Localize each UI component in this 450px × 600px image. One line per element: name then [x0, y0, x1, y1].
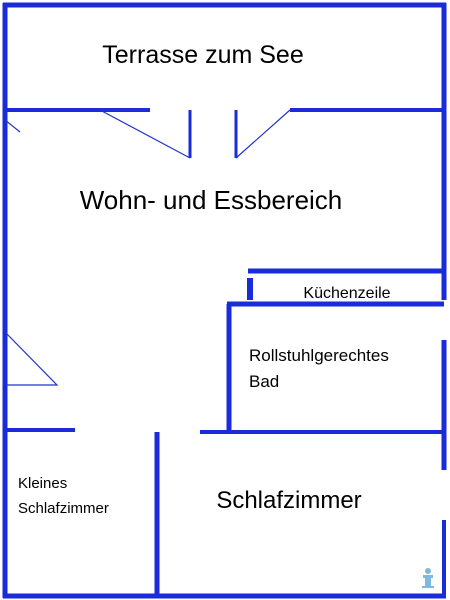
door-swings [4, 109, 291, 386]
label-terrace: Terrasse zum See [102, 41, 303, 69]
label-living: Wohn- und Essbereich [80, 185, 343, 215]
door-swing-terrace-left [99, 109, 191, 159]
label-bathroom-line1: Rollstuhlgerechtes [249, 346, 389, 365]
door-swing-living-left [4, 331, 59, 386]
door-swing-terrace-right [235, 109, 291, 159]
room-labels: Terrasse zum See Wohn- und Essbereich Kü… [18, 41, 391, 517]
label-bathroom-line2: Bad [249, 372, 279, 391]
accessibility-icon [420, 567, 436, 589]
label-small-bedroom-line1: Kleines [18, 475, 67, 492]
label-kitchen: Küchenzeile [303, 285, 390, 302]
label-small-bedroom-line2: Schlafzimmer [18, 500, 109, 517]
door-swing-entry [4, 119, 21, 133]
label-bedroom: Schlafzimmer [216, 487, 361, 514]
